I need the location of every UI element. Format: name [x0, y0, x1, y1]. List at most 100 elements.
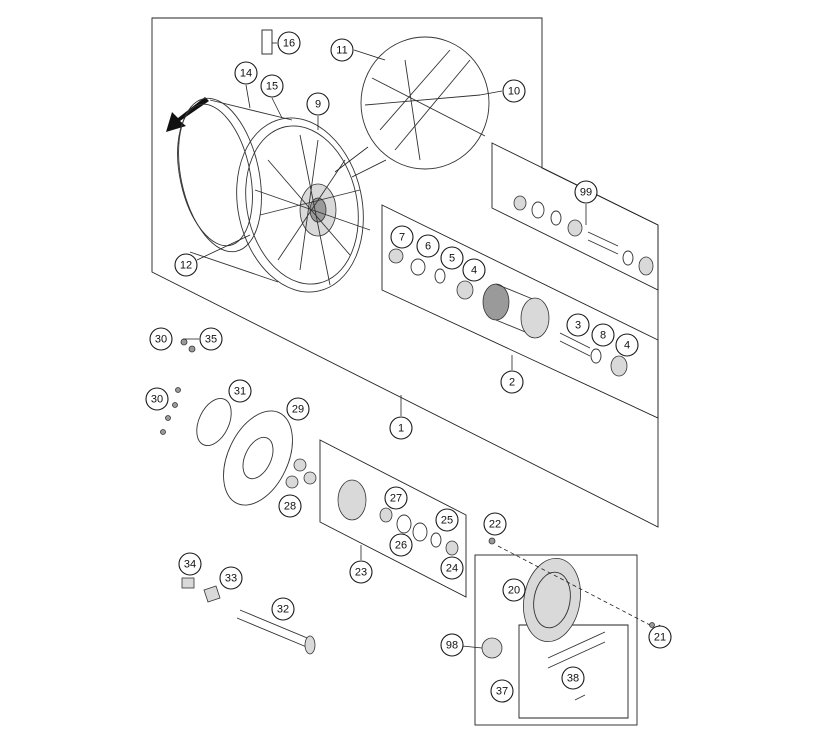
- tape-marker-icon: [261, 29, 273, 55]
- callout-circle: [349, 560, 373, 584]
- callout-circle: [500, 370, 524, 394]
- callout-number: 4: [471, 265, 477, 277]
- callout-c9: 9: [306, 92, 330, 116]
- callout-number: 5: [449, 253, 455, 265]
- callout-number: 33: [225, 573, 237, 585]
- callout-c6: 6: [416, 234, 440, 258]
- frame-spoke-kit: [491, 142, 659, 291]
- spoke-kit-parts: [513, 195, 654, 276]
- callout-c35: 35: [199, 327, 223, 351]
- callout-number: 26: [395, 540, 407, 552]
- callout-number: 6: [425, 241, 431, 253]
- callout-number: 1: [398, 423, 404, 435]
- callout-c11: 11: [330, 38, 354, 62]
- callout-c20: 20: [502, 578, 526, 602]
- callout-circle: [178, 552, 202, 576]
- callout-number: 23: [355, 567, 367, 579]
- sprocket-carrier-parts: [337, 479, 459, 556]
- callout-circle: [234, 61, 258, 85]
- callout-number: 37: [496, 686, 508, 698]
- callout-circle: [561, 666, 585, 690]
- rear-wheel: [177, 97, 371, 293]
- callout-c98: 98: [440, 633, 464, 657]
- leader-lines: [183, 42, 661, 649]
- callout-circle: [278, 494, 302, 518]
- callout-number: 29: [292, 404, 304, 416]
- callout-c31: 31: [228, 379, 252, 403]
- callout-c1: 1: [389, 416, 413, 440]
- frame-sprocket-carrier: [319, 439, 467, 598]
- callout-c30b: 30: [145, 387, 169, 411]
- callout-number: 22: [489, 519, 501, 531]
- callout-circle: [384, 486, 408, 510]
- hub-parts: [388, 248, 628, 377]
- rotation-arrow-icon: [166, 97, 209, 132]
- callout-circle: [199, 327, 223, 351]
- callout-circle: [228, 379, 252, 403]
- callout-c5: 5: [440, 246, 464, 270]
- callout-c22: 22: [483, 512, 507, 536]
- callout-c28: 28: [278, 494, 302, 518]
- callout-circle: [462, 258, 486, 282]
- frame-hub: [381, 204, 659, 419]
- callout-circle: [591, 323, 615, 347]
- callout-circle: [330, 38, 354, 62]
- callout-circle: [440, 246, 464, 270]
- callout-number: 3: [575, 320, 581, 332]
- callout-c4b: 4: [615, 333, 639, 357]
- callout-c25: 25: [435, 508, 459, 532]
- callout-number: 30: [155, 334, 167, 346]
- callout-number: 20: [508, 585, 520, 597]
- callout-number: 35: [205, 334, 217, 346]
- callout-c26: 26: [389, 533, 413, 557]
- callout-circle: [389, 416, 413, 440]
- callout-circle: [483, 512, 507, 536]
- callout-number: 27: [390, 493, 402, 505]
- callout-c3: 3: [566, 313, 590, 337]
- drive-parts: [481, 537, 655, 701]
- callout-circle: [574, 180, 598, 204]
- callout-number: 34: [184, 559, 196, 571]
- callout-circle: [390, 225, 414, 249]
- callout-number: 38: [567, 673, 579, 685]
- callout-circle: [271, 597, 295, 621]
- callout-circle: [435, 508, 459, 532]
- callout-c21: 21: [648, 625, 672, 649]
- callout-c99: 99: [574, 180, 598, 204]
- frame-chain-kit: [474, 554, 638, 726]
- callout-circle: [174, 253, 198, 277]
- callout-number: 32: [277, 604, 289, 616]
- callout-number: 21: [654, 632, 666, 644]
- callout-number: 7: [399, 232, 405, 244]
- frame-chain: [518, 624, 629, 719]
- callout-circle: [277, 31, 301, 55]
- callout-circle: [219, 566, 243, 590]
- callout-c32: 32: [271, 597, 295, 621]
- callout-c27: 27: [384, 486, 408, 510]
- callout-c38: 38: [561, 666, 585, 690]
- callout-c10: 10: [502, 79, 526, 103]
- callout-c16: 16: [277, 31, 301, 55]
- callout-circle: [615, 333, 639, 357]
- callout-c12: 12: [174, 253, 198, 277]
- callout-number: 98: [446, 640, 458, 652]
- callout-circle: [286, 397, 310, 421]
- callout-c15: 15: [260, 74, 284, 98]
- callout-circle: [416, 234, 440, 258]
- callout-number: 4: [624, 340, 630, 352]
- callout-circle: [566, 313, 590, 337]
- callout-number: 11: [336, 45, 347, 57]
- spoke-detail-magnifier: [334, 36, 490, 178]
- callout-number: 15: [266, 81, 278, 93]
- callout-c29: 29: [286, 397, 310, 421]
- callout-number: 28: [284, 501, 296, 513]
- callout-number: 25: [441, 515, 453, 527]
- callout-number: 14: [240, 68, 252, 80]
- axle-parts: [181, 577, 316, 655]
- callout-number: 9: [315, 99, 321, 111]
- callout-circle: [502, 578, 526, 602]
- callout-circle: [490, 679, 514, 703]
